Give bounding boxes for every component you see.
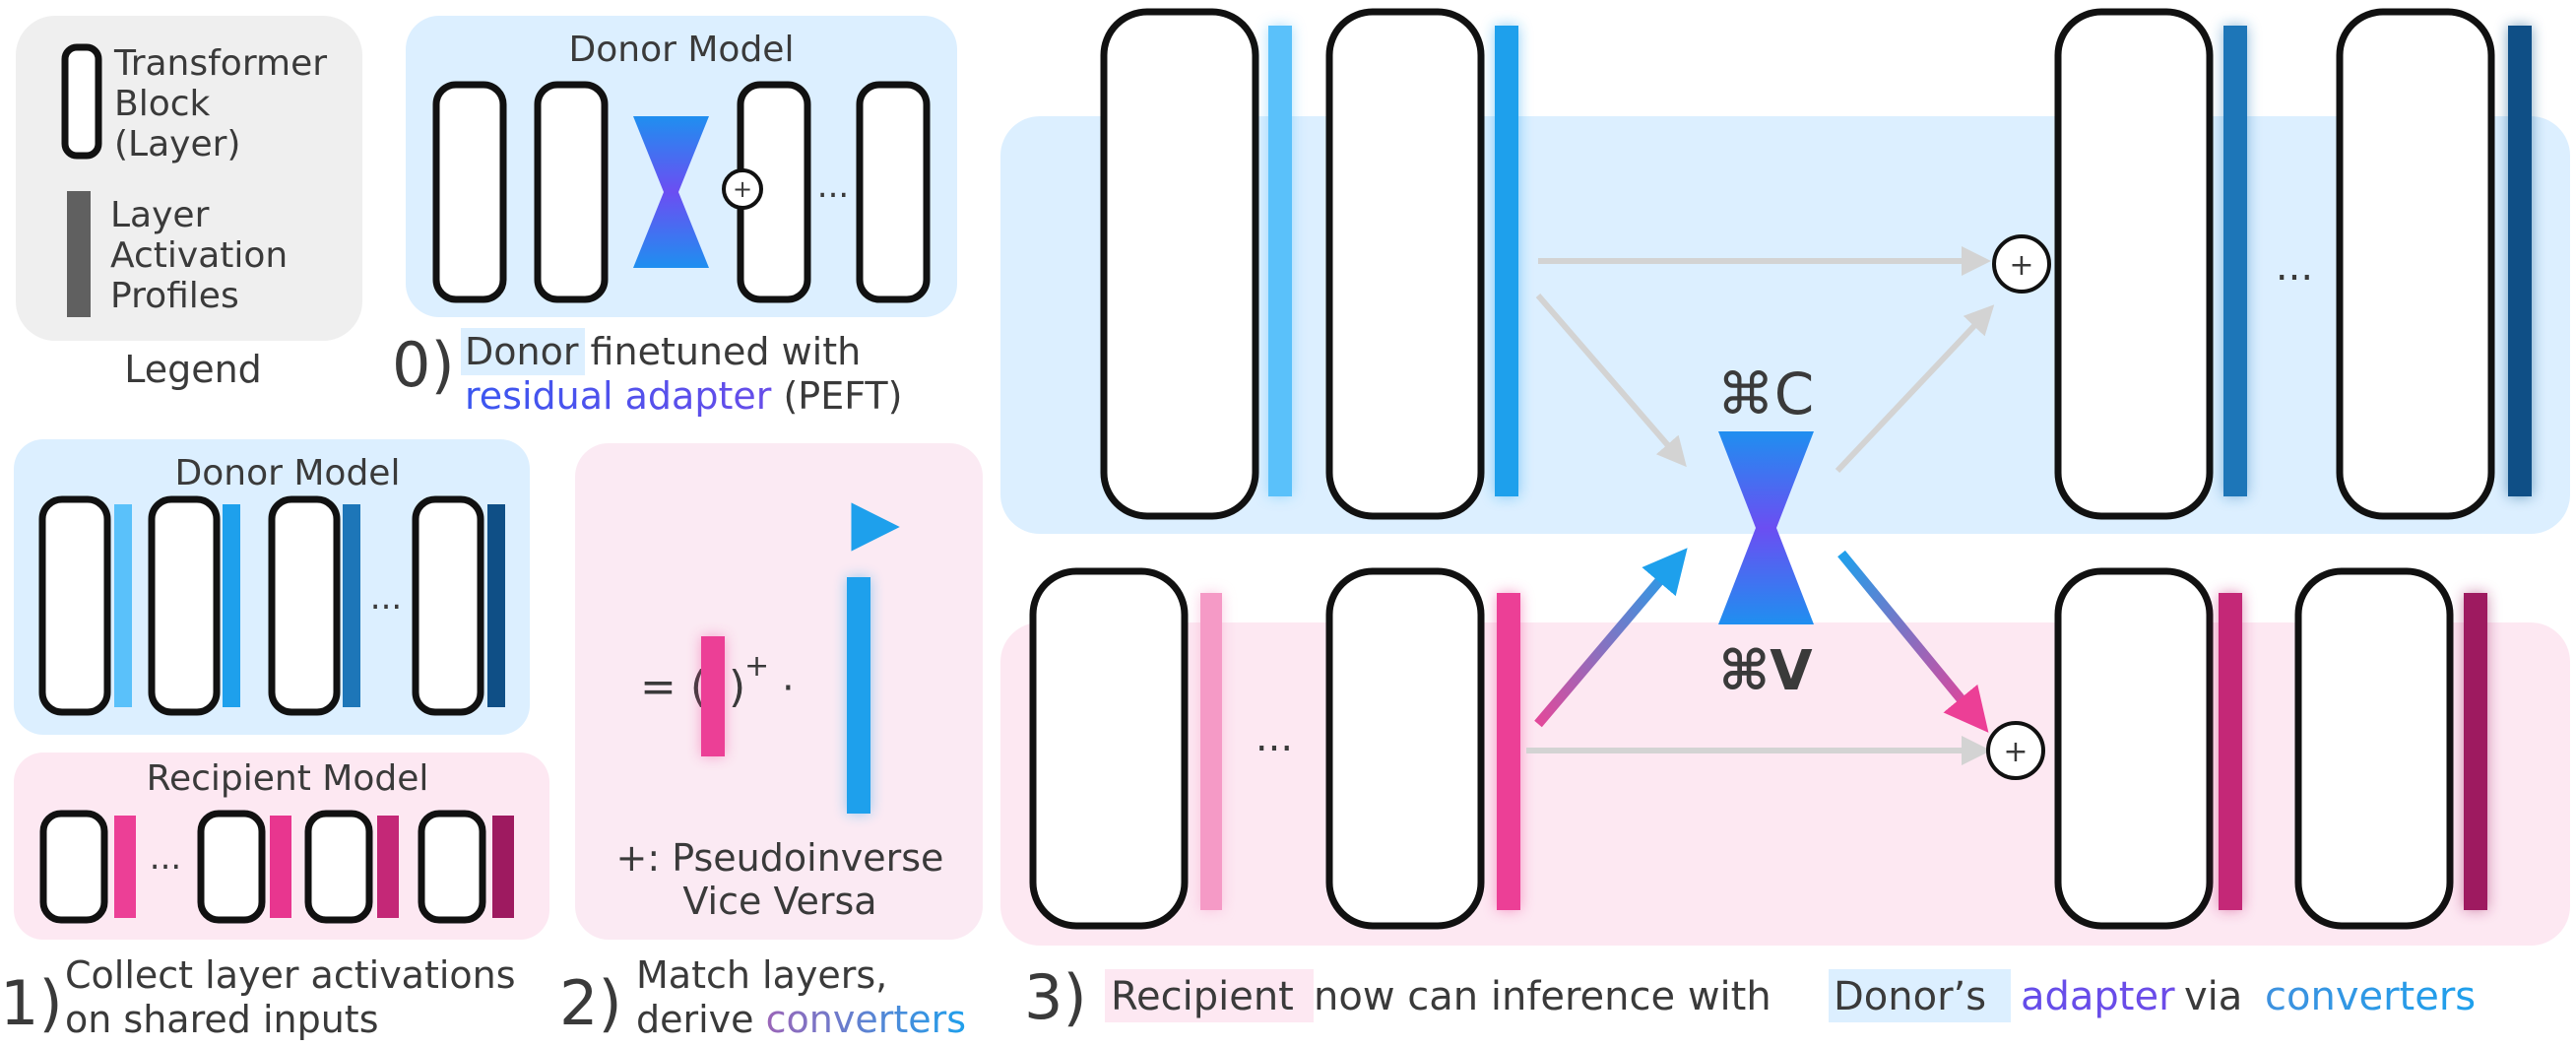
step1-donor-ellipsis: ... [370, 578, 402, 618]
step1-recipient-title: Recipient Model [147, 758, 429, 799]
step0-donor-title: Donor Model [569, 30, 795, 70]
step3-copy-label: ⌘C [1717, 360, 1815, 427]
step3-recip-profile-2 [1497, 593, 1520, 910]
step0-adapter-icon [633, 116, 709, 268]
step2-formula-right: ) [729, 662, 745, 712]
step3-caption-number: 3) [1024, 961, 1087, 1033]
step1-caption-line1: Collect layer activations [65, 953, 516, 997]
step2-caption-line2: derive converters [636, 998, 966, 1041]
step3-donor-plus-label: + [2009, 248, 2033, 283]
step1-donor-title: Donor Model [175, 453, 401, 493]
step1-panel: Donor Model ... Recipient Model ... 1) C… [0, 439, 549, 1041]
step1-recip-block-4 [418, 810, 486, 924]
step1-caption-number: 1) [0, 967, 63, 1039]
step2-panel-bg [575, 443, 983, 940]
step1-recip-ellipsis: ... [150, 838, 181, 878]
step3-donor-plus-icon [1992, 234, 2051, 294]
step3-recip-block-3 [2054, 567, 2214, 930]
step1-caption-line2: on shared inputs [65, 998, 379, 1041]
step2-footnote-line1: +: Pseudoinverse [616, 836, 944, 880]
step0-caption-line2: residual adapter (PEFT) [465, 374, 902, 418]
step3-convert-up-arrow [1534, 548, 1688, 728]
legend: Transformer Block (Layer) Layer Activati… [16, 16, 362, 391]
step1-recip-profile-3 [377, 816, 399, 918]
step2-formula-left: = ( [640, 662, 707, 712]
step3-recip-block-1 [1029, 567, 1189, 930]
step3-donor-block-4 [2336, 8, 2495, 520]
step3-recip-profile-1 [1200, 593, 1222, 910]
step3-recip-block-2 [1325, 567, 1485, 930]
step3-donor-profile-4 [2508, 26, 2532, 496]
step3-donor-block-1 [1100, 8, 1259, 520]
step3-donors-highlight [1829, 969, 2011, 1022]
step2-panel: = ( ) + · +: Pseudoinverse Vice Versa 2)… [559, 443, 983, 1041]
step3-recip-plus-label: + [2003, 735, 2028, 769]
step0-caption-line1: Donor finetuned with [465, 330, 861, 373]
step2-caption-number: 2) [559, 967, 622, 1039]
step3-recip-plus-icon [1986, 721, 2045, 780]
step1-donor-block-4 [412, 495, 484, 716]
step3-recip-profile-3 [2219, 593, 2242, 910]
step0-caption-number: 0) [392, 329, 455, 401]
step1-donor-profile-4 [487, 504, 505, 707]
step3-donor-profile-1 [1268, 26, 1292, 496]
step3-adapter-to-donor-arrow [1835, 304, 1995, 474]
step1-recip-block-2 [197, 810, 266, 924]
step3-recipient-highlight [1105, 969, 1314, 1022]
step1-donor-profile-3 [343, 504, 360, 707]
step2-caption-line1: Match layers, [636, 953, 887, 997]
step3-donor-to-adapter-arrow [1535, 294, 1687, 468]
step3-recip-block-4 [2294, 567, 2454, 930]
step3-paste-label: ⌘V [1718, 639, 1813, 703]
step1-recip-profile-4 [492, 816, 514, 918]
step0-plus-icon [722, 168, 763, 210]
step1-recip-profile-1 [114, 816, 136, 918]
step1-recip-block-1 [39, 810, 108, 924]
legend-block-label: Transformer Block (Layer) [113, 43, 338, 164]
step0-block-4 [856, 81, 931, 303]
legend-panel [16, 16, 362, 341]
step1-recip-block-3 [304, 810, 373, 924]
legend-profile-label: Layer Activation Profiles [110, 195, 299, 316]
step1-donor-block-3 [268, 495, 341, 716]
step0-block-1 [432, 81, 507, 303]
step1-recip-profile-2 [270, 816, 291, 918]
step2-blue-profile [847, 577, 870, 814]
step3-panel: ... ... ⌘C ⌘V + + 3) [1000, 8, 2570, 1033]
step1-donor-profile-2 [223, 504, 240, 707]
step3-recip-profile-4 [2464, 593, 2487, 910]
step1-donor-block-2 [148, 495, 221, 716]
step0-plus-label: + [733, 175, 752, 203]
step1-donor-profile-1 [114, 504, 132, 707]
step3-caption: Recipient now can inference with Donor’s… [1111, 974, 2476, 1019]
step2-formula-dot: · [782, 666, 795, 711]
step3-donor-ellipsis: ... [2276, 244, 2313, 290]
step3-adapter-icon [1718, 431, 1814, 624]
step0-donor-highlight [461, 328, 585, 375]
legend-caption: Legend [124, 348, 262, 391]
step2-formula-sup: + [744, 649, 769, 684]
step0-panel: Donor Model + ... 0) Donor finetuned wit… [392, 16, 957, 418]
step0-block-2 [534, 81, 609, 303]
step0-ellipsis: ... [817, 166, 849, 206]
step2-footnote-line2: Vice Versa [682, 880, 876, 923]
step3-donor-block-3 [2054, 8, 2214, 520]
step2-pink-profile [701, 636, 725, 756]
legend-block-icon [61, 43, 102, 160]
step3-donor-block-2 [1325, 8, 1485, 520]
step3-recip-ellipsis: ... [1256, 715, 1293, 760]
legend-profile-icon [67, 191, 91, 317]
step3-convert-down-arrow [1837, 550, 1989, 733]
step3-donor-profile-3 [2223, 26, 2247, 496]
step3-donor-profile-2 [1495, 26, 1518, 496]
step1-donor-block-1 [38, 495, 111, 716]
